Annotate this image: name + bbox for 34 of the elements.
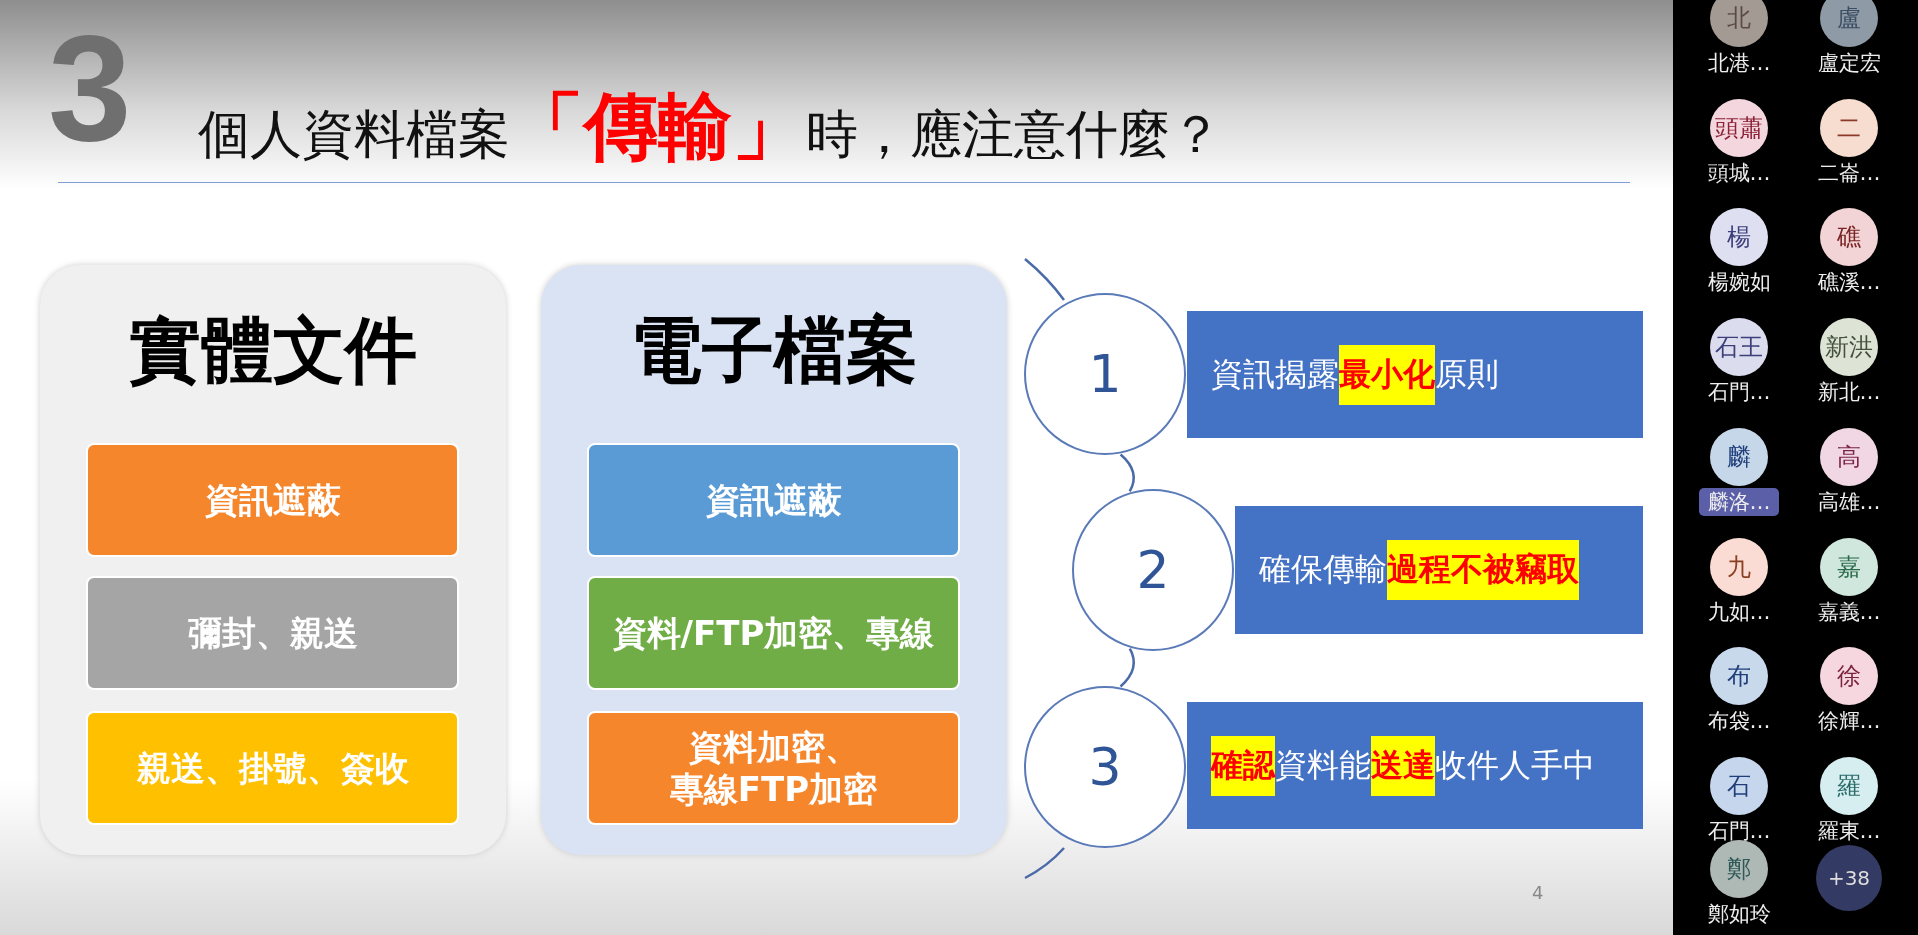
participant-name: 二崙…: [1816, 159, 1882, 187]
participant-name: 高雄…: [1816, 488, 1882, 516]
item-box: 資料/FTP加密、專線: [587, 576, 960, 690]
participant-name: 嘉義…: [1816, 598, 1882, 626]
panel-heading: 電子檔案: [629, 307, 919, 394]
panel-heading: 實體文件: [128, 307, 418, 394]
item-box: 資訊遮蔽: [86, 443, 459, 557]
connector-line: [1119, 453, 1135, 492]
participant-name: 楊婉如: [1706, 269, 1772, 297]
participant-name: 九如…: [1706, 598, 1772, 626]
participant-name: 徐輝…: [1816, 708, 1882, 736]
banner-bar: 確保傳輸過程不被竊取: [1235, 506, 1643, 634]
participant-name: 盧定宏: [1816, 50, 1882, 77]
item-box: 資訊遮蔽: [587, 443, 960, 557]
participant-name: 麟洛…: [1699, 487, 1779, 516]
participant-name: 石門…: [1706, 379, 1772, 407]
participant-name: 鄭如玲: [1706, 901, 1772, 928]
participant-name: 新北…: [1816, 379, 1882, 407]
page-number: 4: [1532, 882, 1544, 903]
item-box: 彌封、親送: [86, 576, 459, 690]
participant-name: 礁溪…: [1816, 269, 1882, 297]
item-box: 資料加密、專線FTP加密: [587, 711, 960, 825]
panel-card: [40, 265, 506, 855]
section-number: 3: [48, 6, 132, 171]
participant-name: 頭城…: [1706, 159, 1772, 187]
banner-bar: 資訊揭露最小化原則: [1187, 311, 1643, 438]
connector-line: [1119, 648, 1135, 688]
participant-name: 羅東…: [1816, 817, 1882, 845]
item-box: 親送、掛號、簽收: [86, 711, 459, 825]
slide-title: 個人資料檔案「傳輸」時，應注意什麼？: [198, 82, 1222, 171]
participant-name: 布袋…: [1706, 708, 1772, 736]
participant-name: 北港…: [1706, 50, 1772, 77]
panel-card: [541, 265, 1007, 855]
banner-bar: 確認資料能送達收件人手中: [1187, 702, 1643, 829]
